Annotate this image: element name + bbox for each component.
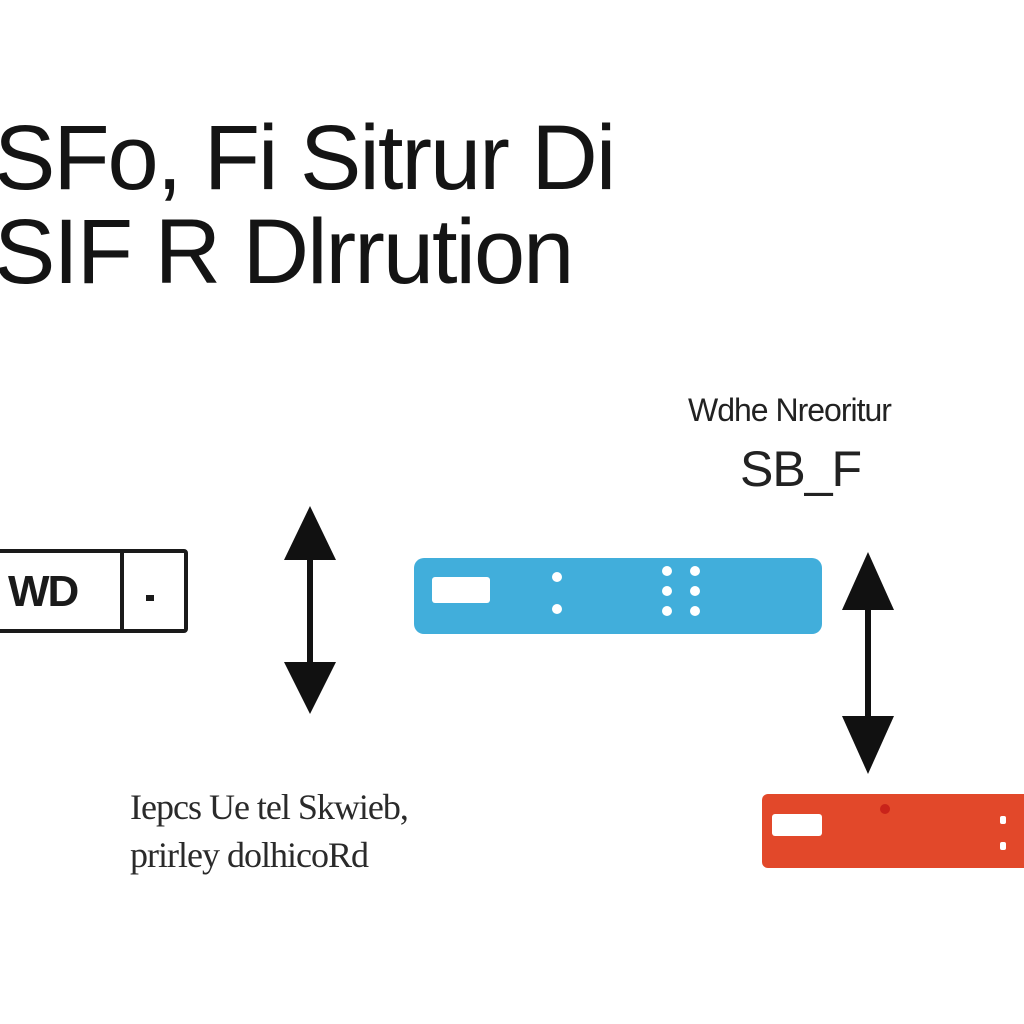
device-divider xyxy=(120,553,124,629)
module-label-top: Wdhe Nreoritur xyxy=(688,392,892,428)
device-label: WD xyxy=(8,567,79,616)
module-pin xyxy=(1000,816,1006,824)
caption-line-2: prirley dolhicoRd xyxy=(130,835,369,875)
module-port xyxy=(772,814,822,836)
device-box: WD xyxy=(0,549,188,633)
module-led xyxy=(552,604,562,614)
module-led xyxy=(690,606,700,616)
module-led xyxy=(662,586,672,596)
module-led xyxy=(552,572,562,582)
module-led xyxy=(880,804,890,814)
module-led xyxy=(662,606,672,616)
title-line-2: SIF R Dlrrution xyxy=(0,201,574,303)
red-module xyxy=(762,794,1024,868)
blue-module xyxy=(414,558,822,634)
module-led xyxy=(690,586,700,596)
double-vertical-arrow-icon xyxy=(284,506,336,714)
device-indicator xyxy=(146,595,154,601)
module-pin xyxy=(1000,842,1006,850)
module-port xyxy=(432,577,490,603)
title-line-1: SFo, Fi Sitrur Di xyxy=(0,107,616,209)
module-led xyxy=(662,566,672,576)
module-label-code: SB_F xyxy=(740,441,862,497)
double-vertical-arrow-icon xyxy=(842,552,894,774)
caption-line-1: Iepcs Ue tel Skwieb, xyxy=(130,787,409,827)
module-led xyxy=(690,566,700,576)
